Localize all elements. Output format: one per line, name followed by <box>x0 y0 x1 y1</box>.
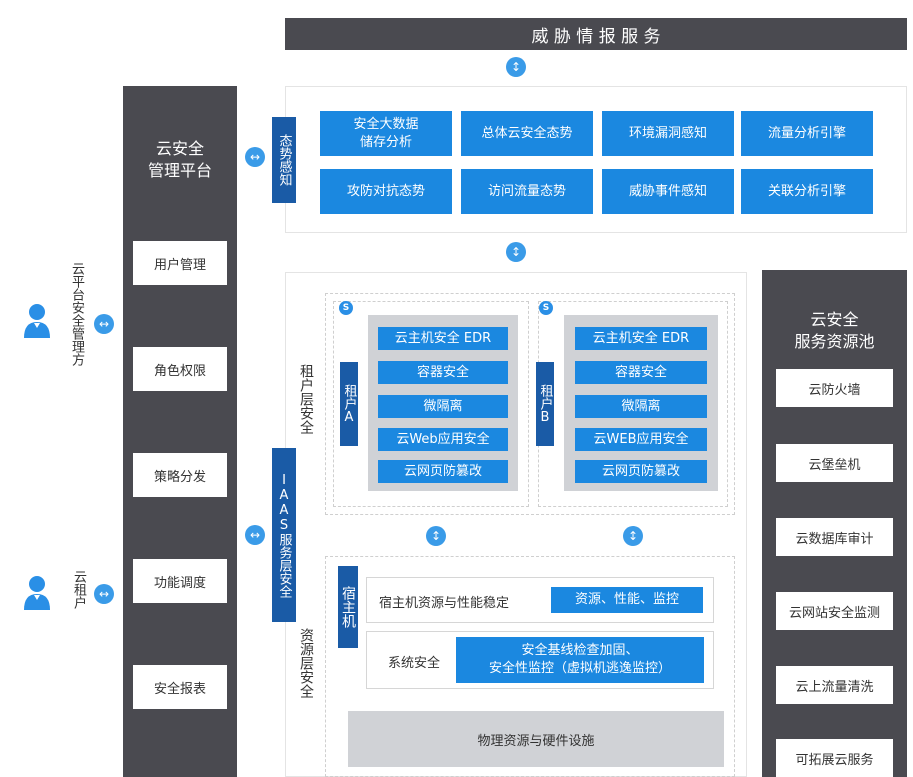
tenant-a-edr: 云主机安全 EDR <box>378 327 508 350</box>
tenant-a-waf: 云Web应用安全 <box>378 428 508 451</box>
host-row-system-label: 系统安全 <box>388 656 441 671</box>
s-badge-icon: S <box>539 301 553 315</box>
tenant-layer-label: 租户层安全 <box>298 364 314 434</box>
pool-title: 云安全 服务资源池 <box>794 310 875 351</box>
tenant-a-container: 容器安全 <box>378 361 508 384</box>
tenant-b-microseg: 微隔离 <box>575 395 707 418</box>
threat-intel-header: 威 胁 情 报 服 务 <box>285 18 907 50</box>
up-down-arrow-icon: ↕ <box>506 242 526 262</box>
tenant-layer-frame <box>325 293 735 515</box>
situation-cell-attack: 攻防对抗态势 <box>320 169 452 214</box>
physical-infrastructure: 物理资源与硬件设施 <box>348 711 724 767</box>
platform-item-policy-distribution[interactable]: 策略分发 <box>133 453 227 497</box>
host-row-resource-label: 宿主机资源与性能稳定 <box>379 596 510 611</box>
left-right-arrow-icon: ↔ <box>245 525 265 545</box>
pool-item-bastion[interactable]: 云堡垒机 <box>776 444 893 482</box>
left-right-arrow-icon: ↔ <box>94 584 114 604</box>
situation-cell-access-traffic: 访问流量态势 <box>461 169 593 214</box>
host-row-resource-value: 资源、性能、监控 <box>551 587 703 613</box>
platform-title: 云安全 管理平台 <box>147 138 212 180</box>
pool-item-firewall[interactable]: 云防火墙 <box>776 369 893 407</box>
platform-item-security-report[interactable]: 安全报表 <box>133 665 227 709</box>
situation-cell-bigdata: 安全大数据 储存分析 <box>320 111 452 156</box>
situation-cell-threat-event: 威胁事件感知 <box>602 169 734 214</box>
platform-item-user-management[interactable]: 用户管理 <box>133 241 227 285</box>
situation-cell-traffic-engine: 流量分析引擎 <box>741 111 873 156</box>
tenant-a-microseg: 微隔离 <box>378 395 508 418</box>
left-platform-panel: 云安全 管理平台 <box>123 86 237 777</box>
tenant-b-edr: 云主机安全 EDR <box>575 327 707 350</box>
up-down-arrow-icon: ↕ <box>623 526 643 546</box>
actor-manager-label: 云平台安全管理方 <box>69 262 84 366</box>
tenant-a-frame <box>333 301 529 507</box>
resource-layer-label: 资源层安全 <box>298 628 314 698</box>
tenant-a-label: 租户A <box>340 362 358 446</box>
pool-item-traffic-clean[interactable]: 云上流量清洗 <box>776 666 893 704</box>
pool-item-extensible[interactable]: 可拓展云服务 <box>776 739 893 777</box>
tenant-b-tamper: 云网页防篡改 <box>575 460 707 483</box>
tenant-a-tamper: 云网页防篡改 <box>378 460 508 483</box>
situation-cell-vuln: 环境漏洞感知 <box>602 111 734 156</box>
actor-tenant-label: 云租户 <box>71 570 86 609</box>
left-right-arrow-icon: ↔ <box>245 147 265 167</box>
up-down-arrow-icon: ↕ <box>506 57 526 77</box>
person-icon <box>22 572 52 612</box>
person-icon <box>22 300 52 340</box>
host-row-system-value: 安全基线检查加固、 安全性监控（虚拟机逃逸监控） <box>456 637 704 683</box>
left-right-arrow-icon: ↔ <box>94 314 114 334</box>
tenant-b-label: 租户B <box>536 362 554 446</box>
s-badge-icon: S <box>339 301 353 315</box>
header-title: 威 胁 情 报 服 务 <box>531 26 661 47</box>
pool-item-web-monitor[interactable]: 云网站安全监测 <box>776 592 893 630</box>
situation-cell-correlation: 关联分析引擎 <box>741 169 873 214</box>
up-down-arrow-icon: ↕ <box>426 526 446 546</box>
iaas-label: IAAS服务层安全 <box>272 448 296 622</box>
pool-item-db-audit[interactable]: 云数据库审计 <box>776 518 893 556</box>
situation-label: 态势感知 <box>272 117 296 203</box>
platform-item-function-scheduling[interactable]: 功能调度 <box>133 559 227 603</box>
host-label: 宿主机 <box>338 566 358 648</box>
situation-cell-overall: 总体云安全态势 <box>461 111 593 156</box>
tenant-b-waf: 云WEB应用安全 <box>575 428 707 451</box>
tenant-b-container: 容器安全 <box>575 361 707 384</box>
platform-item-role-permission[interactable]: 角色权限 <box>133 347 227 391</box>
